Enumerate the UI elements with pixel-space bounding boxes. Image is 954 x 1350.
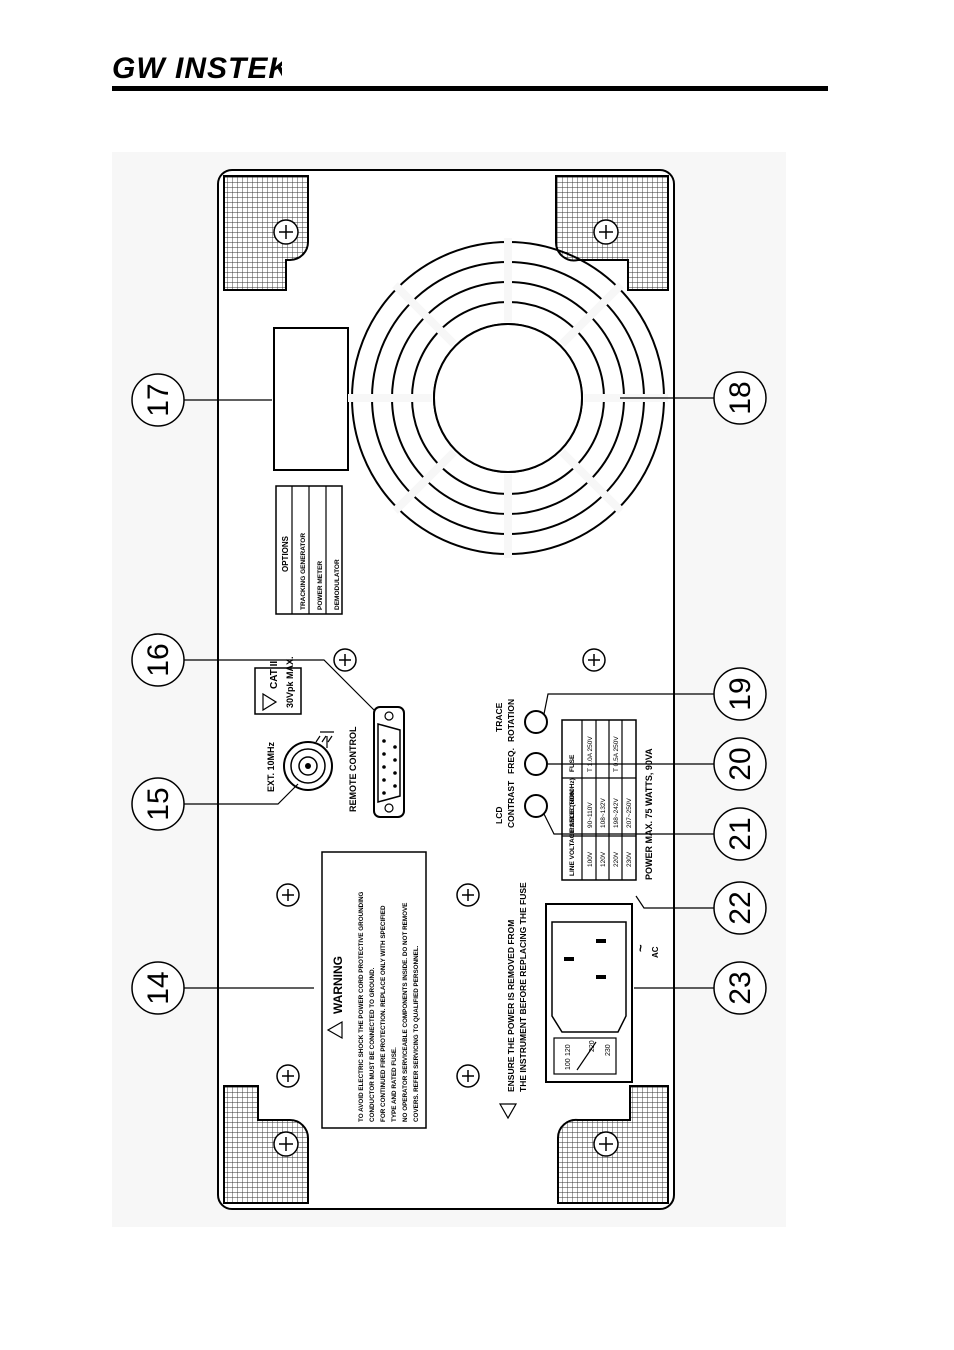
table-cell: 198~242V [613, 798, 620, 828]
callout-number: 19 [724, 677, 757, 710]
cat-rating-label: CAT II 30Vpk MAX. [254, 656, 302, 715]
foot-top-left [223, 175, 309, 291]
callout-number: 20 [724, 747, 757, 780]
ext-10mhz-label: EXT. 10MHz [266, 741, 276, 792]
callout-21: 21 [713, 807, 767, 861]
callout-16: 16 [131, 633, 185, 687]
screw-icon [333, 648, 357, 672]
callout-20: 20 [713, 737, 767, 791]
cat-line-1: CAT II [269, 661, 280, 689]
callout-22: 22 [713, 881, 767, 935]
contrast-label: CONTRAST [506, 780, 516, 828]
ac-label: AC [651, 946, 660, 958]
gw-instek-logo: GW INSTEK [112, 52, 282, 84]
foot-bottom-left [223, 1085, 309, 1204]
table-cell: 207~250V [626, 798, 633, 828]
screw-icon [582, 648, 606, 672]
screw-icon [456, 883, 480, 907]
warning-line: COVERS. REFER SERVICING TO QUALIFIED PER… [413, 945, 420, 1122]
rotation-label: ROTATION [506, 699, 516, 742]
selector-value: 120 [565, 1044, 572, 1056]
remote-control-label: REMOTE CONTROL [348, 726, 358, 812]
brand-text: GW INSTEK [112, 52, 282, 84]
callout-18: 18 [713, 371, 767, 425]
table-header: LINE VOLTAGE SELECTION [569, 790, 576, 876]
selector-value: 220 [589, 1040, 596, 1052]
rear-panel-figure: OPTIONS TRACKING GENERATOR POWER METER D… [112, 152, 786, 1227]
table-cell: 220V [613, 851, 620, 867]
fuse-notice-line-1: ENSURE THE POWER IS REMOVED FROM [506, 920, 516, 1092]
voltage-selector[interactable]: 100 120 220 230 [553, 1037, 617, 1075]
freq-adjust-knob[interactable] [524, 752, 548, 776]
trace-rotation-knob[interactable] [524, 710, 548, 734]
options-title: OPTIONS [281, 535, 290, 572]
warning-line: FOR CONTINUED FIRE PROTECTION. REPLACE O… [380, 905, 387, 1122]
callout-14: 14 [131, 961, 185, 1015]
callout-number: 18 [724, 381, 757, 414]
callout-19: 19 [713, 667, 767, 721]
freq-label: FREQ. [506, 748, 516, 774]
table-header: RANGE (50/60Hz) [569, 778, 576, 832]
screw-icon [276, 883, 300, 907]
ext-10mhz-bnc-connector[interactable] [283, 731, 334, 791]
selector-value: 230 [605, 1044, 612, 1056]
table-cell: T 1.0A 250V [587, 736, 594, 772]
header-rule [112, 86, 828, 91]
warning-line: TYPE AND RATED FUSE. [391, 1047, 398, 1122]
table-cell: 120V [600, 851, 607, 867]
callout-number: 14 [142, 971, 175, 1004]
page-header: GW INSTEK [112, 50, 828, 94]
callout-number: 17 [142, 383, 175, 416]
rear-panel-diagram: OPTIONS TRACKING GENERATOR POWER METER D… [131, 169, 767, 1210]
trace-label: TRACE [494, 702, 504, 732]
warning-line: TO AVOID ELECTRIC SHOCK THE POWER CORD P… [358, 891, 365, 1122]
option-item: DEMODULATOR [334, 559, 341, 610]
callout-number: 15 [142, 787, 175, 820]
lcd-contrast-knob[interactable] [524, 794, 548, 818]
warning-title: WARNING [331, 956, 345, 1014]
table-cell: T 0.5A 250V [613, 736, 620, 772]
warning-line: CONDUCTOR MUST BE CONNECTED TO GROUND. [369, 967, 376, 1122]
power-max-label: POWER MAX. 75 WATTS, 90VA [644, 748, 654, 880]
callout-number: 23 [724, 971, 757, 1004]
caution-icon [326, 1020, 343, 1040]
option-item: POWER METER [317, 561, 324, 610]
caution-icon [262, 692, 278, 712]
line-voltage-table: LINE VOLTAGE SELECTION RANGE (50/60Hz) F… [561, 719, 637, 881]
table-cell: 100V [587, 851, 594, 867]
warning-label: WARNING TO AVOID ELECTRIC SHOCK THE POWE… [321, 851, 427, 1129]
callout-number: 16 [142, 643, 175, 676]
caution-icon [498, 1103, 518, 1120]
table-cell: 230V [626, 851, 633, 867]
cat-line-2: 30Vpk MAX. [285, 656, 295, 708]
leader-lines [184, 397, 714, 989]
screw-icon [276, 1064, 300, 1088]
foot-bottom-right [556, 1085, 669, 1204]
lcd-label: LCD [494, 807, 504, 824]
callout-number: 22 [724, 891, 757, 924]
callout-number: 21 [724, 817, 757, 850]
table-cell: 108~132V [600, 798, 607, 828]
warning-line: NO OPERATOR SERVICEABLE COMPONENTS INSID… [402, 903, 409, 1122]
fuse-notice-line-2: THE INSTRUMENT BEFORE REPLACING THE FUSE [518, 882, 528, 1092]
ac-symbol: ~ [633, 944, 648, 952]
callout-23: 23 [713, 961, 767, 1015]
foot-top-right [554, 175, 669, 291]
callout-17: 17 [131, 373, 185, 427]
selector-value: 100 [565, 1058, 572, 1070]
ground-icon [315, 731, 334, 743]
table-header: FUSE [569, 754, 576, 772]
callout-15: 15 [131, 777, 185, 831]
screw-icon [456, 1064, 480, 1088]
remote-control-port[interactable] [373, 706, 405, 818]
options-table: OPTIONS TRACKING GENERATOR POWER METER D… [275, 485, 343, 615]
table-cell: 90~110V [587, 802, 594, 828]
serial-label-area [273, 327, 349, 471]
option-item: TRACKING GENERATOR [300, 533, 307, 610]
